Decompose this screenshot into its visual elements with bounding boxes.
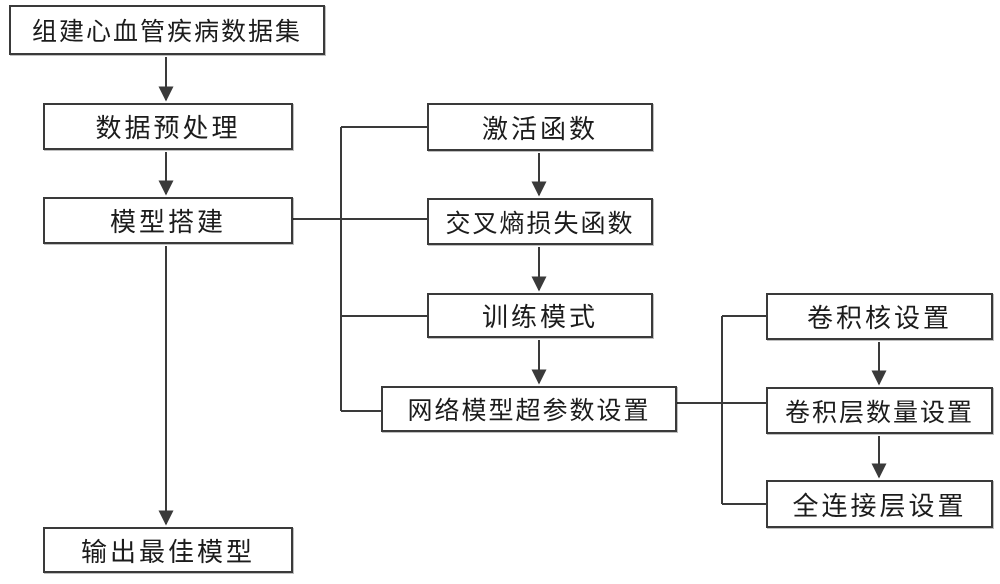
node-train-mode: 训练模式 bbox=[427, 293, 653, 338]
node-activation: 激活函数 bbox=[427, 103, 653, 151]
node-conv-layers: 卷积层数量设置 bbox=[766, 387, 993, 434]
node-preprocess: 数据预处理 bbox=[43, 103, 293, 150]
node-output-model: 输出最佳模型 bbox=[43, 527, 293, 573]
node-model-build: 模型搭建 bbox=[43, 197, 293, 244]
node-build-dataset: 组建心血管疾病数据集 bbox=[9, 5, 325, 55]
node-hyperparams: 网络模型超参数设置 bbox=[381, 386, 677, 432]
node-fc-layer: 全连接层设置 bbox=[766, 480, 993, 528]
node-conv-kernel: 卷积核设置 bbox=[766, 293, 993, 340]
node-cross-entropy: 交叉熵损失函数 bbox=[427, 198, 653, 245]
